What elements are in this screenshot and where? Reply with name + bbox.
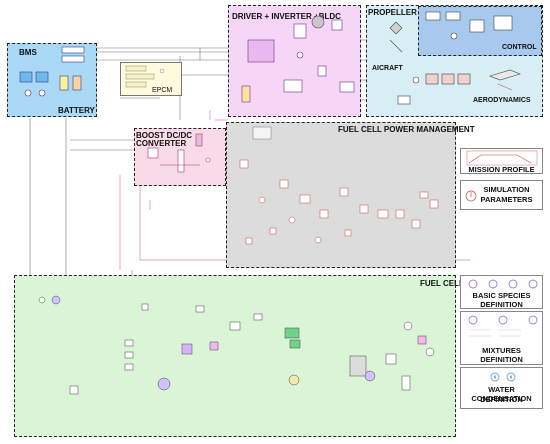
mixtures-label-line2: DEFINITION xyxy=(480,355,523,364)
mixtures-panel[interactable]: MIXTURES DEFINITION xyxy=(460,311,543,365)
bms-components xyxy=(19,46,85,97)
simulation-icon xyxy=(465,190,477,202)
aircraft-label: AICRAFT xyxy=(372,65,403,72)
boost-label-line2: CONVERTER xyxy=(136,139,187,148)
mixtures-label-line1: MIXTURES xyxy=(482,346,521,355)
water-condensation-panel[interactable]: WATER CONDENSATION DEFINITION xyxy=(460,367,543,409)
simulation-parameters-panel[interactable]: SIMULATION PARAMETERS xyxy=(460,180,543,210)
water-label-line1: WATER CONDENSATION xyxy=(471,385,532,403)
epcm-label: EPCM xyxy=(152,87,173,94)
mission-profile-label: MISSION PROFILE xyxy=(468,165,535,174)
driver-components xyxy=(241,15,355,103)
species-icons xyxy=(468,279,538,289)
propeller-label: PROPELLER xyxy=(368,8,417,17)
mixtures-icons xyxy=(468,315,538,337)
fcpm-components xyxy=(239,126,439,245)
fuel-cell-block xyxy=(14,275,456,437)
water-label-line2: DEFINITION xyxy=(480,395,523,404)
battery-label: BATTERY xyxy=(58,106,95,115)
simulation-label-line1: SIMULATION xyxy=(483,185,530,194)
basic-species-panel[interactable]: BASIC SPECIES DEFINITION xyxy=(460,275,543,309)
aerodynamics-label: AERODYNAMICS xyxy=(473,97,531,104)
mission-profile-panel[interactable]: MISSION PROFILE xyxy=(460,148,543,174)
simulation-label-line2: PARAMETERS xyxy=(480,195,533,204)
fuel-cell-components xyxy=(38,295,435,395)
boost-label-line1: BOOST DC/DC xyxy=(136,131,192,140)
driver-label: DRIVER + INVERTER +BLDC xyxy=(232,12,341,21)
epcm-components xyxy=(125,65,165,88)
control-label: CONTROL xyxy=(502,44,537,51)
species-label-line1: BASIC SPECIES xyxy=(472,291,531,300)
fuel-cell-label: FUEL CELL xyxy=(420,279,464,288)
mission-profile-chart xyxy=(466,150,538,166)
boost-components xyxy=(147,133,211,173)
water-icons xyxy=(490,372,516,382)
aircraft-components xyxy=(389,11,521,105)
species-label-line2: DEFINITION xyxy=(480,300,523,309)
bms-label: BMS xyxy=(19,48,37,57)
fcpm-label: FUEL CELL POWER MANAGEMENT xyxy=(338,125,475,134)
